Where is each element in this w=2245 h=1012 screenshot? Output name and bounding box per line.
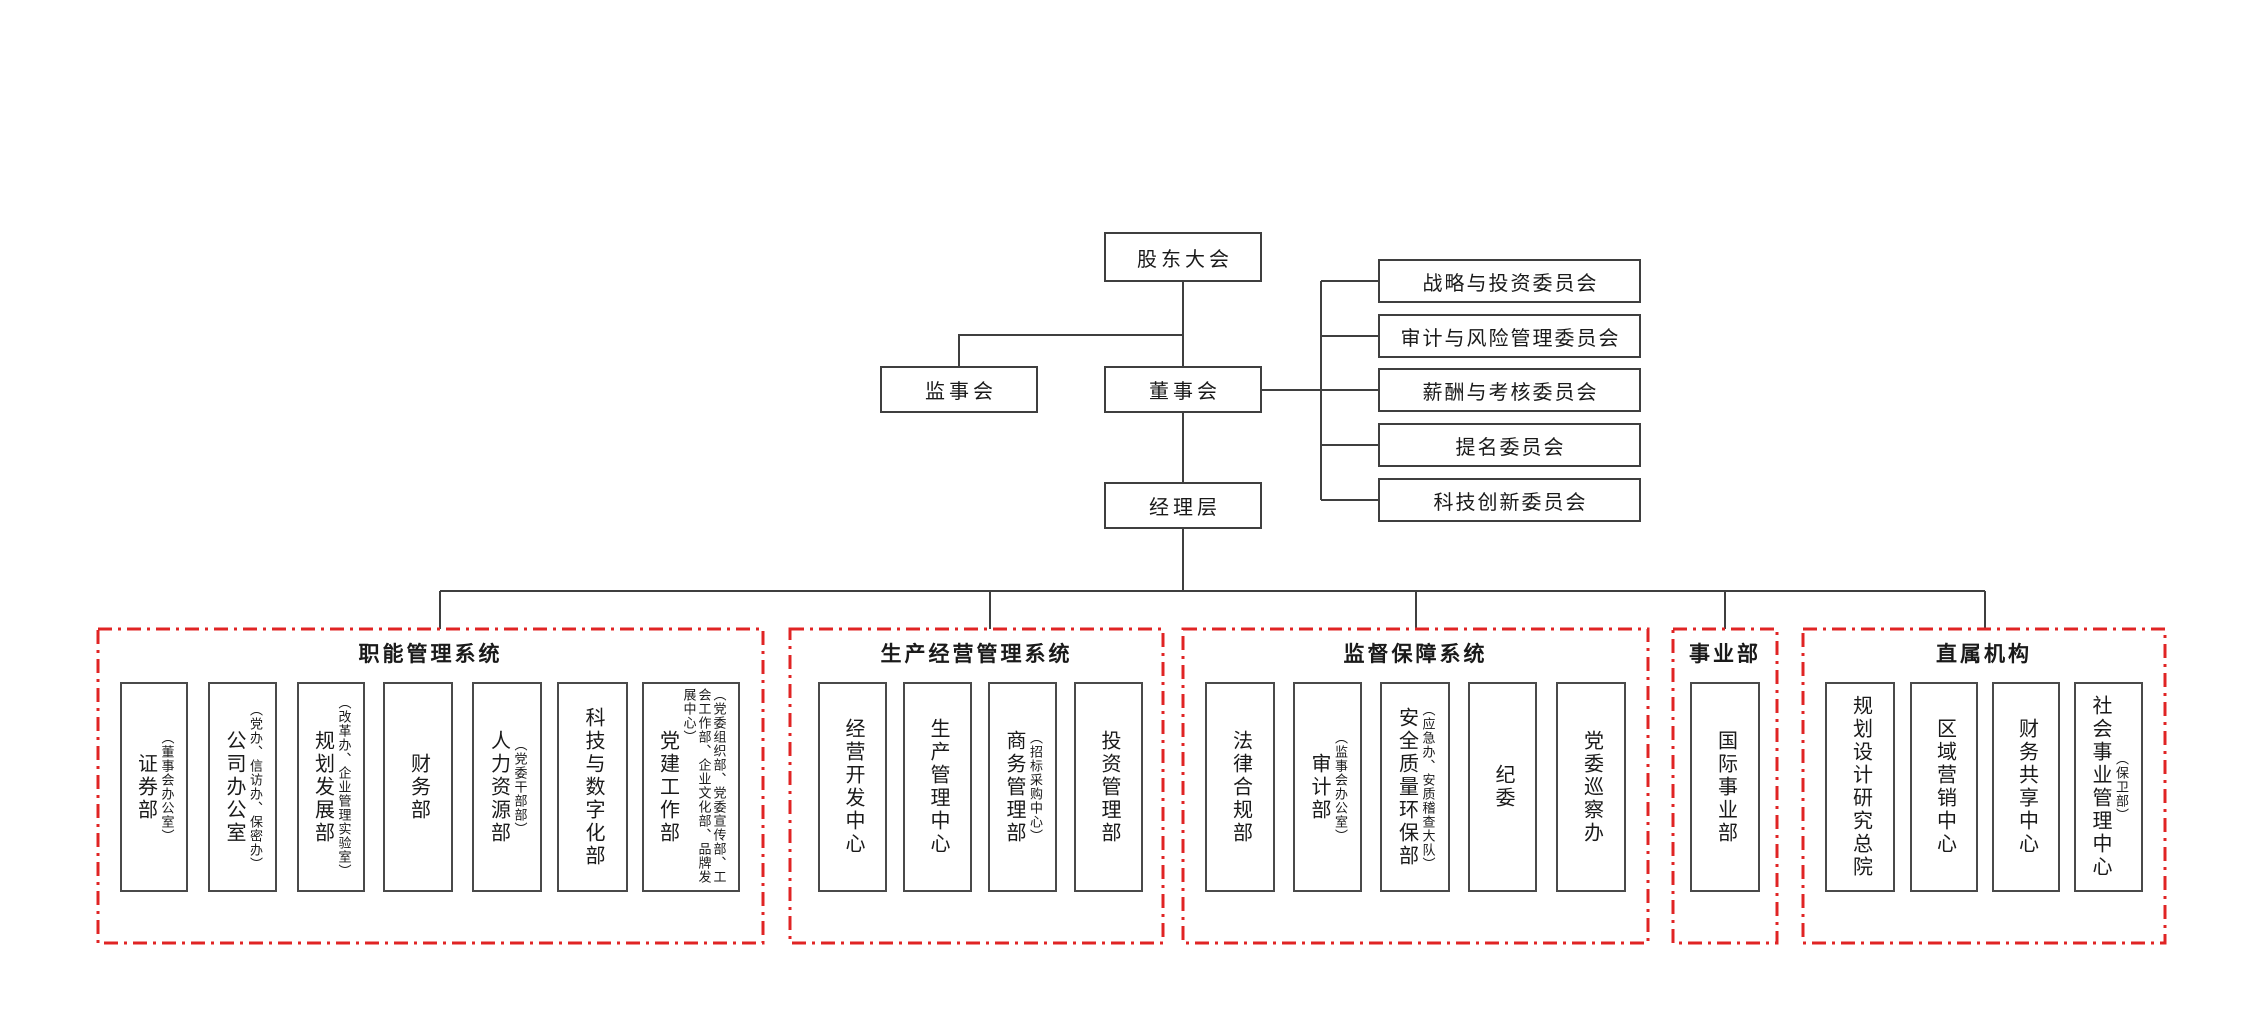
- group-frames: [96, 627, 2167, 945]
- node-label: 监事会: [925, 381, 997, 403]
- node-label: 董事会: [1149, 381, 1221, 403]
- group-title-production: 生产经营管理系统: [880, 642, 1073, 666]
- dept-box: 经营开发中心: [818, 682, 887, 892]
- dept-box: 党建工作部 （党委组织部、党委宣传部、工会工作部、企业文化部、品牌发展中心）: [642, 682, 740, 892]
- dept-box: 投资管理部: [1074, 682, 1143, 892]
- dept-box: 审计部 （监事会办公室）: [1293, 682, 1362, 892]
- dept-note: （党委组织部、党委宣传部、工会工作部、企业文化部、品牌发展中心）: [681, 688, 727, 884]
- dept-name: 法律合规部: [1229, 729, 1252, 845]
- dept-name: 规划设计研究总院: [1849, 695, 1872, 879]
- dept-name: 财务部: [407, 752, 430, 822]
- connector-lines: [439, 280, 1986, 629]
- dept-box: 纪委: [1468, 682, 1537, 892]
- node-board-of-directors: 董事会: [1104, 366, 1262, 413]
- dept-name: 纪委: [1492, 764, 1514, 810]
- dept-name: 人力资源部: [487, 729, 510, 845]
- node-label: 经理层: [1149, 497, 1221, 519]
- dept-box: 区域营销中心: [1910, 682, 1978, 892]
- node-shareholders-meeting: 股东大会: [1104, 232, 1262, 282]
- dept-name: 生产管理中心: [927, 718, 949, 856]
- dept-box: 财务共享中心: [1992, 682, 2060, 892]
- node-label: 审计与风险管理委员会: [1400, 327, 1621, 350]
- dept-name: 审计部: [1308, 752, 1330, 822]
- group-frame-production: [788, 627, 1165, 945]
- group-title-direct: 直属机构: [1936, 642, 2032, 666]
- dept-name: 党建工作部: [656, 729, 679, 845]
- dept-box: 生产管理中心: [903, 682, 972, 892]
- dept-name: 财务共享中心: [2015, 718, 2038, 856]
- group-title-functional: 职能管理系统: [358, 642, 503, 666]
- group-title-division: 事业部: [1689, 642, 1761, 666]
- dept-name: 商务管理部: [1003, 729, 1025, 845]
- dept-note: （应急办、安质稽查大队）: [1420, 703, 1436, 871]
- dept-box: 证券部 （董事会办公室）: [120, 682, 188, 892]
- dept-note: （监事会办公室）: [1333, 731, 1348, 843]
- node-label: 薪酬与考核委员会: [1422, 381, 1599, 404]
- group-frame-direct: [1801, 627, 2167, 945]
- dept-box: 商务管理部 （招标采购中心）: [988, 682, 1057, 892]
- dept-name: 规划发展部: [311, 729, 334, 845]
- group-title-supervision: 监督保障系统: [1343, 642, 1488, 666]
- dept-note: （党委干部部）: [512, 738, 528, 836]
- dept-box: 规划发展部 （改革办、企业管理实验室）: [297, 682, 365, 892]
- dept-name: 公司办公室: [223, 729, 245, 845]
- node-label: 科技创新委员会: [1433, 491, 1588, 514]
- dept-box: 公司办公室 （党办、信访办、保密办）: [208, 682, 277, 892]
- node-committee-strategy-investment: 战略与投资委员会: [1378, 259, 1641, 303]
- dept-name: 社会事业管理中心: [2089, 695, 2111, 879]
- dept-box: 安全质量环保部 （应急办、安质稽查大队）: [1380, 682, 1450, 892]
- dept-name: 经营开发中心: [842, 718, 864, 856]
- dept-box: 社会事业管理中心 （保卫部）: [2074, 682, 2143, 892]
- node-supervisory-board: 监事会: [880, 366, 1038, 413]
- node-committee-tech-innovation: 科技创新委员会: [1378, 478, 1641, 522]
- node-management-team: 经理层: [1104, 482, 1262, 529]
- group-frame-supervision: [1181, 627, 1650, 945]
- node-label: 战略与投资委员会: [1422, 272, 1599, 295]
- dept-name: 证券部: [134, 752, 157, 822]
- node-label: 提名委员会: [1455, 436, 1566, 459]
- dept-name: 党委巡察办: [1580, 729, 1603, 845]
- dept-box: 党委巡察办: [1556, 682, 1626, 892]
- dept-note: （董事会办公室）: [159, 731, 175, 843]
- dept-box: 财务部: [383, 682, 453, 892]
- dept-box: 科技与数字化部: [557, 682, 628, 892]
- node-committee-remuneration-appraisal: 薪酬与考核委员会: [1378, 368, 1641, 412]
- dept-name: 国际事业部: [1714, 729, 1737, 845]
- dept-box: 国际事业部: [1690, 682, 1760, 892]
- dept-name: 科技与数字化部: [582, 706, 604, 868]
- dept-note: （党办、信访办、保密办）: [248, 703, 263, 871]
- node-committee-nomination: 提名委员会: [1378, 423, 1641, 467]
- group-frame-division: [1671, 627, 1779, 945]
- dept-note: （保卫部）: [2114, 752, 2129, 822]
- dept-box: 规划设计研究总院: [1825, 682, 1895, 892]
- group-frame-functional: [96, 627, 765, 945]
- dept-name: 安全质量环保部: [1395, 706, 1418, 868]
- node-label: 股东大会: [1137, 248, 1233, 271]
- dept-note: （改革办、企业管理实验室）: [336, 696, 352, 878]
- node-committee-audit-risk: 审计与风险管理委员会: [1378, 314, 1641, 358]
- dept-box: 人力资源部 （党委干部部）: [472, 682, 542, 892]
- dept-name: 投资管理部: [1098, 729, 1120, 845]
- dept-name: 区域营销中心: [1933, 718, 1956, 856]
- dept-note: （招标采购中心）: [1028, 731, 1043, 843]
- dept-box: 法律合规部: [1205, 682, 1275, 892]
